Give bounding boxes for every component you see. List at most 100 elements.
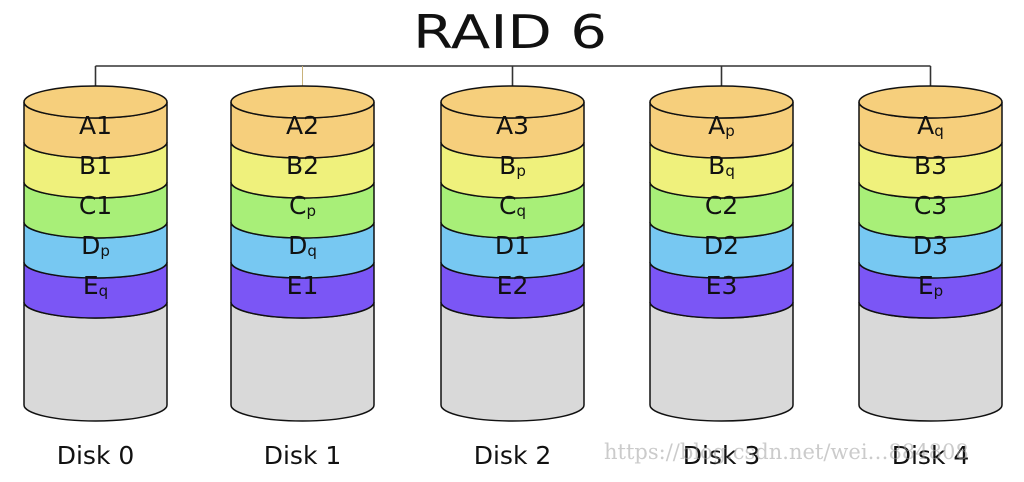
block-label-main: E (83, 271, 99, 300)
disk-label: Disk 1 (264, 441, 342, 470)
block-label-parity: p (100, 242, 110, 260)
watermark-text: https://blog.csdn.net/wei…884808 (604, 440, 969, 464)
disk-top-cap (649, 85, 794, 119)
block-label: B2 (286, 151, 319, 180)
block-label-main: C (914, 191, 931, 220)
block-label: D2 (704, 231, 739, 260)
block-label: Cq (499, 191, 526, 220)
disk-top-cap (858, 85, 1003, 119)
block-label-index: 3 (932, 231, 948, 260)
disk-label: Disk 4 (892, 441, 970, 470)
block-label-main: A (917, 111, 934, 140)
block-label-parity: q (516, 202, 526, 220)
block-label: E1 (287, 271, 319, 300)
block-label: Ep (918, 271, 943, 300)
disk-free-space (649, 301, 794, 422)
block-label: E2 (497, 271, 529, 300)
block-label-index: 1 (514, 231, 530, 260)
block-label: E3 (706, 271, 738, 300)
block-label-main: C (499, 191, 516, 220)
block-label-main: D (81, 231, 100, 260)
block-label: B3 (914, 151, 947, 180)
block-label: Cp (289, 191, 316, 220)
disk-free-space (230, 301, 375, 422)
disk-label: Disk 0 (57, 441, 135, 470)
block-label: Dp (81, 231, 110, 260)
block-label-main: E (918, 271, 934, 300)
block-label: Ap (708, 111, 735, 140)
block-label-parity: q (934, 122, 944, 140)
block-label-main: E (706, 271, 722, 300)
block-label-main: D (495, 231, 514, 260)
block-label-index: 3 (513, 111, 529, 140)
block-label-index: 1 (96, 151, 112, 180)
block-label-main: A (708, 111, 725, 140)
block-label-index: 2 (303, 151, 319, 180)
block-label: Bq (708, 151, 735, 180)
block-label-main: A (286, 111, 303, 140)
block-label: A2 (286, 111, 319, 140)
block-label-main: B (914, 151, 931, 180)
block-label-main: C (289, 191, 306, 220)
disk-top-cap (440, 85, 585, 119)
block-label-index: 1 (96, 111, 112, 140)
block-label-main: D (704, 231, 723, 260)
block-label-parity: p (306, 202, 316, 220)
block-label-parity: p (725, 122, 735, 140)
block-label-index: 2 (512, 271, 528, 300)
disk-free-space (23, 301, 168, 422)
disk-top-cap (23, 85, 168, 119)
block-label: A1 (79, 111, 112, 140)
block-label-main: D (913, 231, 932, 260)
block-label-parity: q (725, 162, 735, 180)
block-label-parity: q (99, 282, 109, 300)
block-label-main: C (79, 191, 96, 220)
block-label: C1 (79, 191, 112, 220)
block-label-main: A (496, 111, 513, 140)
block-label: Aq (917, 111, 944, 140)
block-label: D3 (913, 231, 948, 260)
block-label-main: B (708, 151, 725, 180)
block-label-index: 2 (723, 231, 739, 260)
diagram-title: RAID 6 (413, 5, 607, 59)
block-label-index: 3 (721, 271, 737, 300)
block-label: Eq (83, 271, 108, 300)
block-label-index: 3 (931, 151, 947, 180)
block-label: D1 (495, 231, 530, 260)
controller-bus (94, 65, 932, 102)
block-label-main: B (499, 151, 516, 180)
block-label-main: E (497, 271, 513, 300)
block-label: A3 (496, 111, 529, 140)
block-label-index: 2 (303, 111, 319, 140)
block-label-main: D (288, 231, 307, 260)
block-label: Dq (288, 231, 317, 260)
block-label-index: 1 (96, 191, 112, 220)
block-label: Bp (499, 151, 526, 180)
block-label-parity: q (307, 242, 317, 260)
block-label-main: B (286, 151, 303, 180)
block-label: C2 (705, 191, 738, 220)
disk-top-cap (230, 85, 375, 119)
block-label: C3 (914, 191, 947, 220)
disk-free-space (440, 301, 585, 422)
block-label-main: A (79, 111, 96, 140)
disk-free-space (858, 301, 1003, 422)
block-label-index: 1 (302, 271, 318, 300)
block-label-parity: p (516, 162, 526, 180)
block-label-index: 3 (931, 191, 947, 220)
block-label-index: 2 (722, 191, 738, 220)
block-label-main: B (79, 151, 96, 180)
disk-label: Disk 3 (683, 441, 761, 470)
block-label-main: E (287, 271, 303, 300)
block-label: B1 (79, 151, 112, 180)
block-label-main: C (705, 191, 722, 220)
disk-label: Disk 2 (474, 441, 552, 470)
block-label-parity: p (934, 282, 944, 300)
